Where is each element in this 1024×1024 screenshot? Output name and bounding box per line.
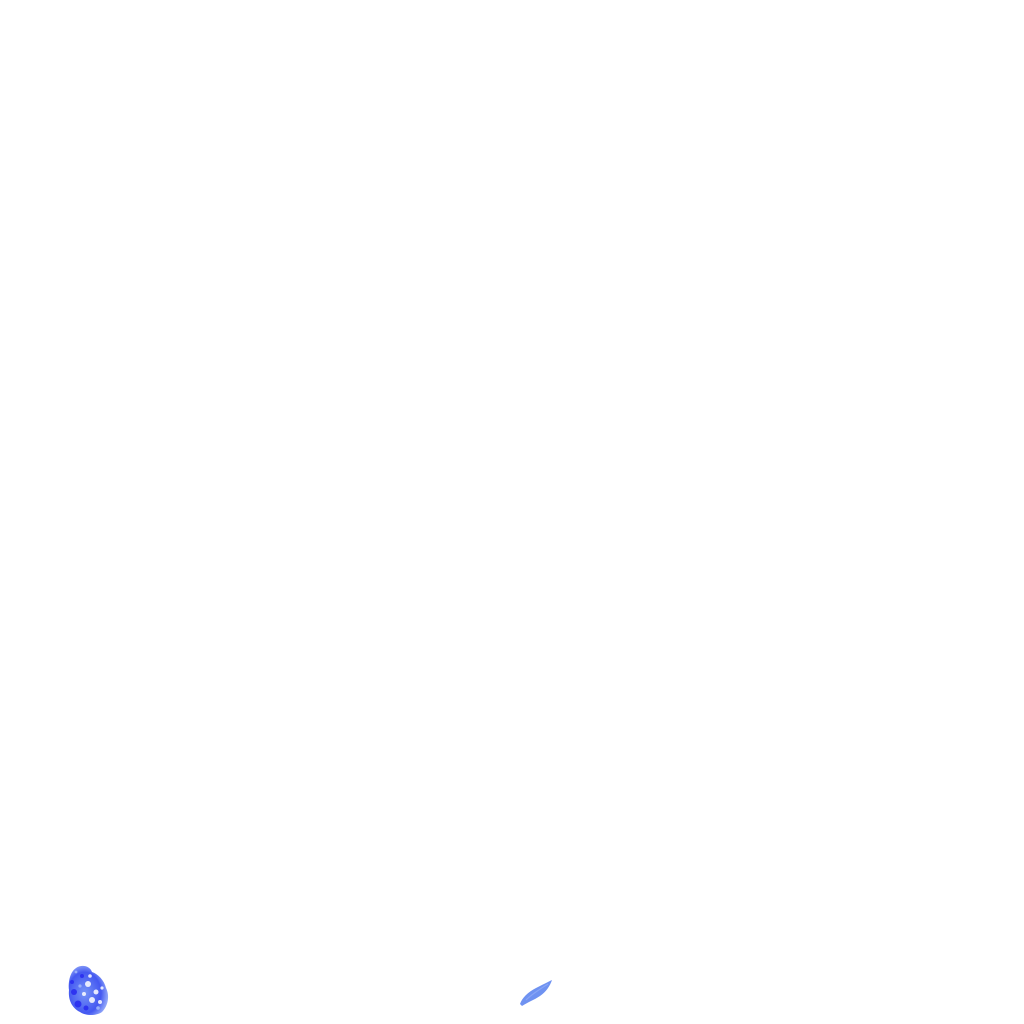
right-feather-blob — [520, 980, 552, 1006]
left-speckled-blob — [68, 965, 109, 1015]
